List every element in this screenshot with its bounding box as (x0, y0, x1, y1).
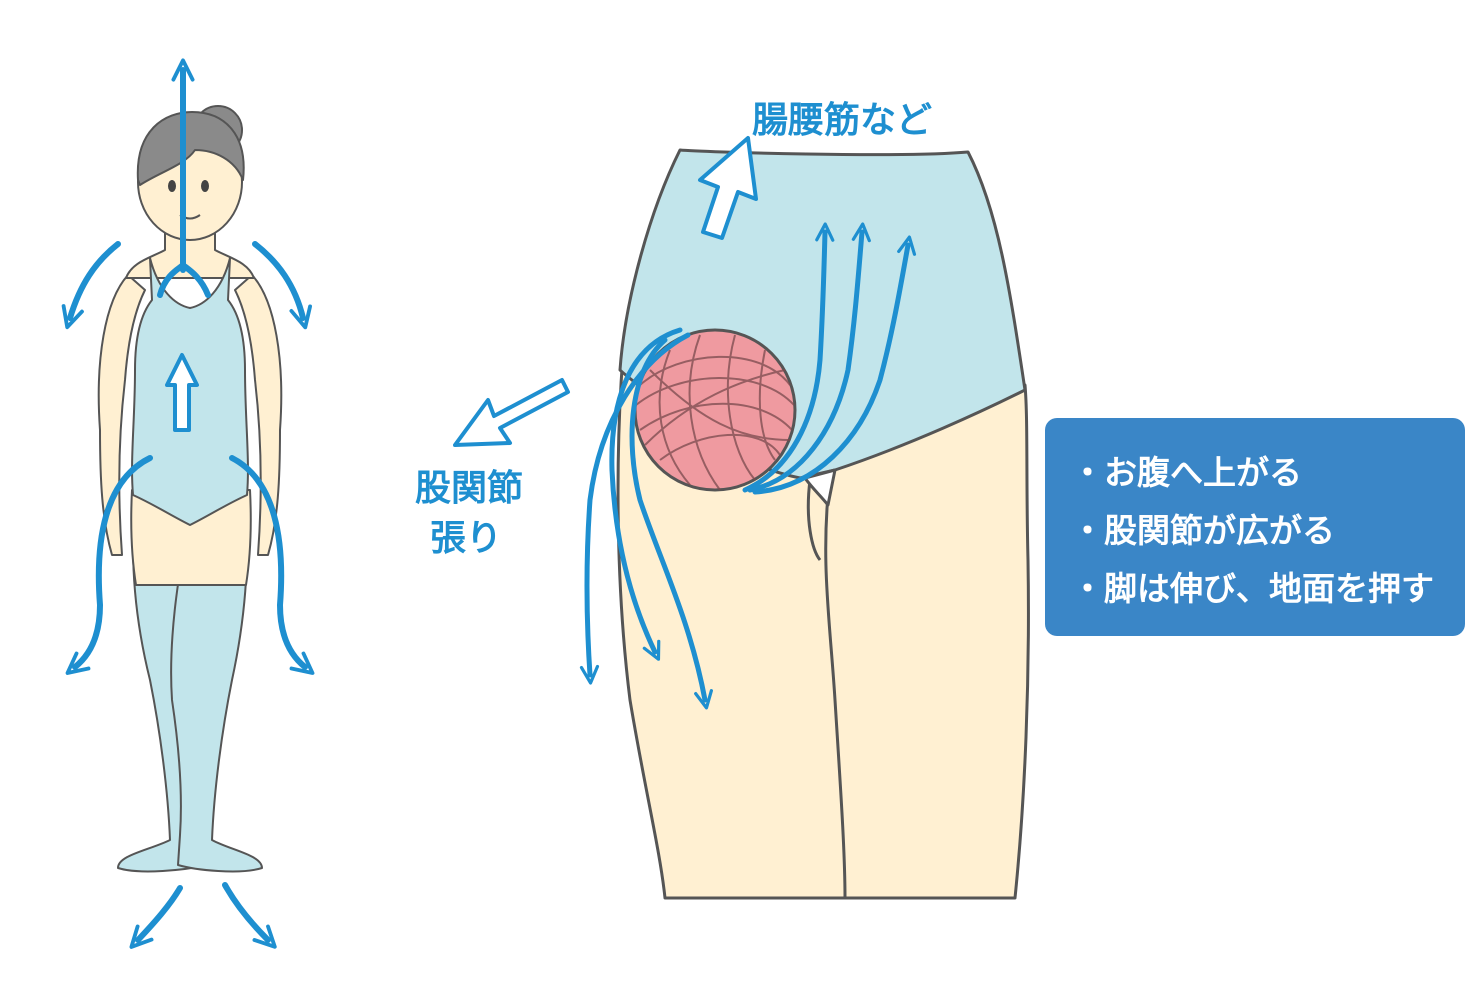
info-box: ・お腹へ上がる ・股関節が広がる ・脚は伸び、地面を押す (1045, 418, 1465, 636)
briefs-gap (803, 468, 837, 507)
hollow-up-arrow (165, 353, 199, 432)
right-arm (234, 274, 283, 556)
arrow-up-1 (742, 222, 835, 493)
arrow-up-2 (747, 222, 871, 493)
right-leg (170, 509, 263, 873)
arrow-hip-right (229, 455, 315, 675)
arrow-up-3 (752, 235, 917, 495)
label-iliopsoas: 腸腰筋など (752, 100, 932, 141)
hollow-arrow-hip (453, 378, 570, 447)
arrow-shoulder-right (252, 241, 312, 330)
inner-leg-line (824, 474, 847, 899)
arrow-spine-fork (157, 262, 211, 298)
info-line-hip: ・股関節が広がる (1071, 511, 1335, 550)
arrow-foot-right (222, 882, 277, 949)
arrow-foot-left (129, 885, 183, 949)
arrow-hip-left (65, 455, 153, 675)
hip-arrows (579, 222, 917, 710)
arrow-down-3 (629, 337, 713, 710)
thighs (130, 489, 252, 586)
left-eye (168, 180, 176, 192)
arrow-down-2 (609, 327, 683, 661)
arrow-shoulder-left (61, 241, 121, 330)
info-line-belly: ・お腹へ上がる (1071, 453, 1302, 492)
inner-leg-line-2 (806, 479, 822, 561)
label-hip-tension: 張り (430, 518, 502, 559)
dancer-figure (97, 105, 283, 873)
left-arm (97, 274, 146, 556)
right-eye (201, 180, 209, 192)
dancer-arrows (61, 58, 315, 949)
hollow-arrow-iliopsoas (698, 136, 758, 240)
neck-shoulders (125, 214, 255, 279)
info-line-legs: ・脚は伸び、地面を押す (1071, 569, 1434, 608)
label-hip-joint: 股関節 (415, 468, 523, 509)
